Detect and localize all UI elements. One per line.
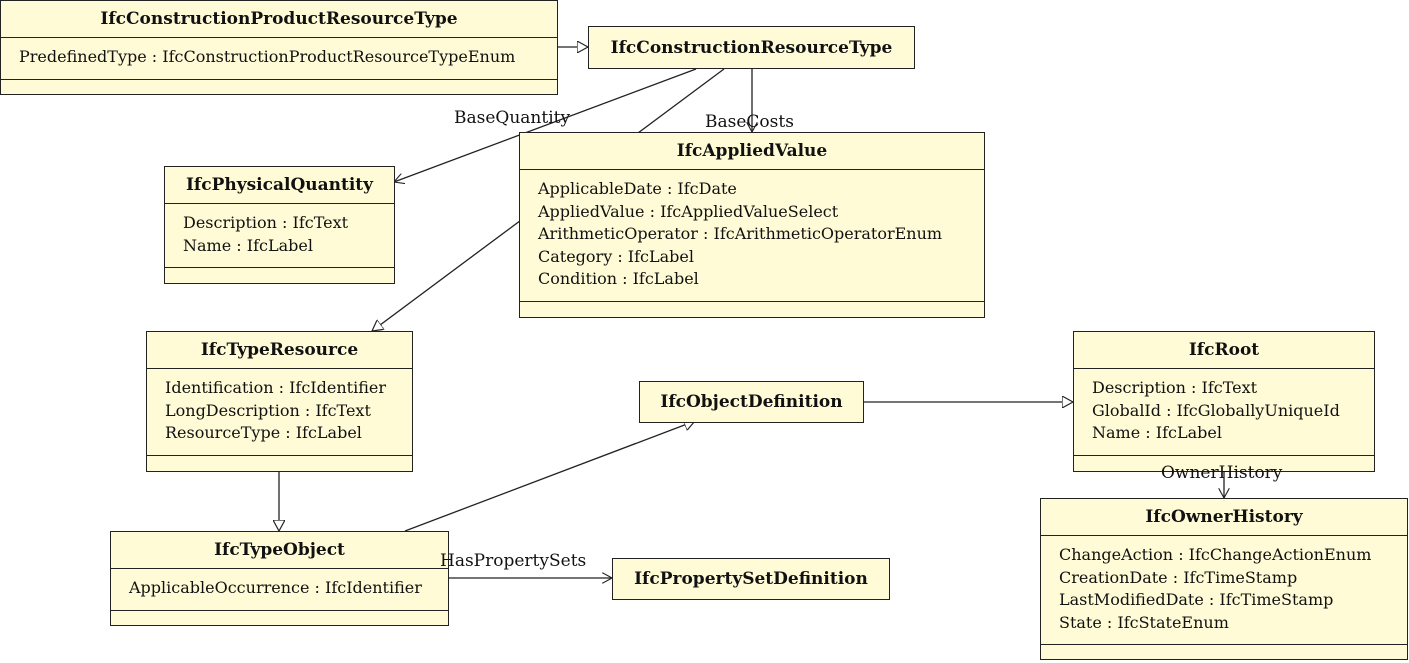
attribute: ApplicableOccurrence : IfcIdentifier [129,578,422,597]
class-ifcappliedvalue[interactable]: IfcAppliedValue ApplicableDate : IfcDate… [519,132,985,318]
class-ifcobjectdefinition[interactable]: IfcObjectDefinition [639,381,864,423]
attribute: Name : IfcLabel [1092,423,1222,443]
operations-compartment [1041,644,1407,663]
operations-compartment [520,300,984,320]
class-name: IfcPhysicalQuantity [185,175,374,195]
attribute: GlobalId : IfcGloballyUniqueId [1092,400,1340,420]
attribute: Condition : IfcLabel [538,269,699,289]
class-ifcphysicalquantity[interactable]: IfcPhysicalQuantity Description : IfcTex… [164,166,395,284]
attribute-list: ChangeAction : IfcChangeActionEnum Creat… [1041,535,1407,644]
attribute: ArithmeticOperator : IfcArithmeticOperat… [538,224,943,244]
operations-compartment [165,267,394,286]
operations-compartment [1074,454,1374,474]
class-name: IfcTypeResource [200,340,359,360]
class-name: IfcConstructionResourceType [610,37,893,58]
attribute: ApplicableDate : IfcDate [538,179,737,198]
class-name: IfcConstructionProductResourceType [100,9,458,29]
class-ifctyperesource[interactable]: IfcTypeResource Identification : IfcIden… [146,331,413,472]
attribute: LongDescription : IfcText [165,400,371,420]
attribute-list: Description : IfcText GlobalId : IfcGlob… [1074,368,1374,455]
edge-label-basequantity: BaseQuantity [454,108,571,128]
operations-compartment [147,454,412,474]
attribute: State : IfcStateEnum [1059,612,1229,632]
attribute: Description : IfcText [183,213,349,232]
attribute-list: ApplicableOccurrence : IfcIdentifier [111,568,448,610]
class-name: IfcOwnerHistory [1145,507,1303,527]
edge-label-haspropertysets: HasPropertySets [440,551,587,571]
class-ifctypeobject[interactable]: IfcTypeObject ApplicableOccurrence : Ifc… [110,531,449,626]
attribute-list: ApplicableDate : IfcDate AppliedValue : … [520,169,984,301]
operations-compartment [111,609,448,629]
edge-label-basecosts: BaseCosts [705,112,794,132]
class-ifcconstructionproductresourcetype[interactable]: IfcConstructionProductResourceType Prede… [0,0,558,95]
attribute: LastModifiedDate : IfcTimeStamp [1059,590,1334,610]
class-ifcpropertysetdefinition[interactable]: IfcPropertySetDefinition [612,558,890,600]
class-name: IfcTypeObject [214,540,345,560]
attribute-list: Description : IfcText Name : IfcLabel [165,203,394,267]
edge-label-ownerhistory: OwnerHistory [1161,463,1283,483]
class-ifcroot[interactable]: IfcRoot Description : IfcText GlobalId :… [1073,331,1375,472]
edge-basequantity [394,68,697,182]
attribute: ResourceType : IfcLabel [165,423,362,443]
attribute-list: PredefinedType : IfcConstructionProductR… [1,37,557,79]
class-name: IfcRoot [1188,340,1260,360]
attribute: Identification : IfcIdentifier [165,378,386,397]
attribute: Category : IfcLabel [538,246,694,266]
class-ifcownerhistory[interactable]: IfcOwnerHistory ChangeAction : IfcChange… [1040,498,1408,660]
attribute: AppliedValue : IfcAppliedValueSelect [538,201,839,221]
class-ifcconstructionresourcetype[interactable]: IfcConstructionResourceType [588,26,915,69]
edge-typeobject-to-objectdefinition [404,421,695,532]
class-name: IfcObjectDefinition [660,392,843,412]
attribute: ChangeAction : IfcChangeActionEnum [1059,545,1372,564]
attribute: CreationDate : IfcTimeStamp [1059,567,1298,587]
attribute: Description : IfcText [1092,378,1258,397]
attribute: PredefinedType : IfcConstructionProductR… [19,47,516,66]
attribute: Name : IfcLabel [183,235,313,255]
attribute-list: Identification : IfcIdentifier LongDescr… [147,368,412,455]
class-name: IfcAppliedValue [676,141,828,161]
operations-compartment [1,78,557,98]
class-name: IfcPropertySetDefinition [634,569,868,589]
